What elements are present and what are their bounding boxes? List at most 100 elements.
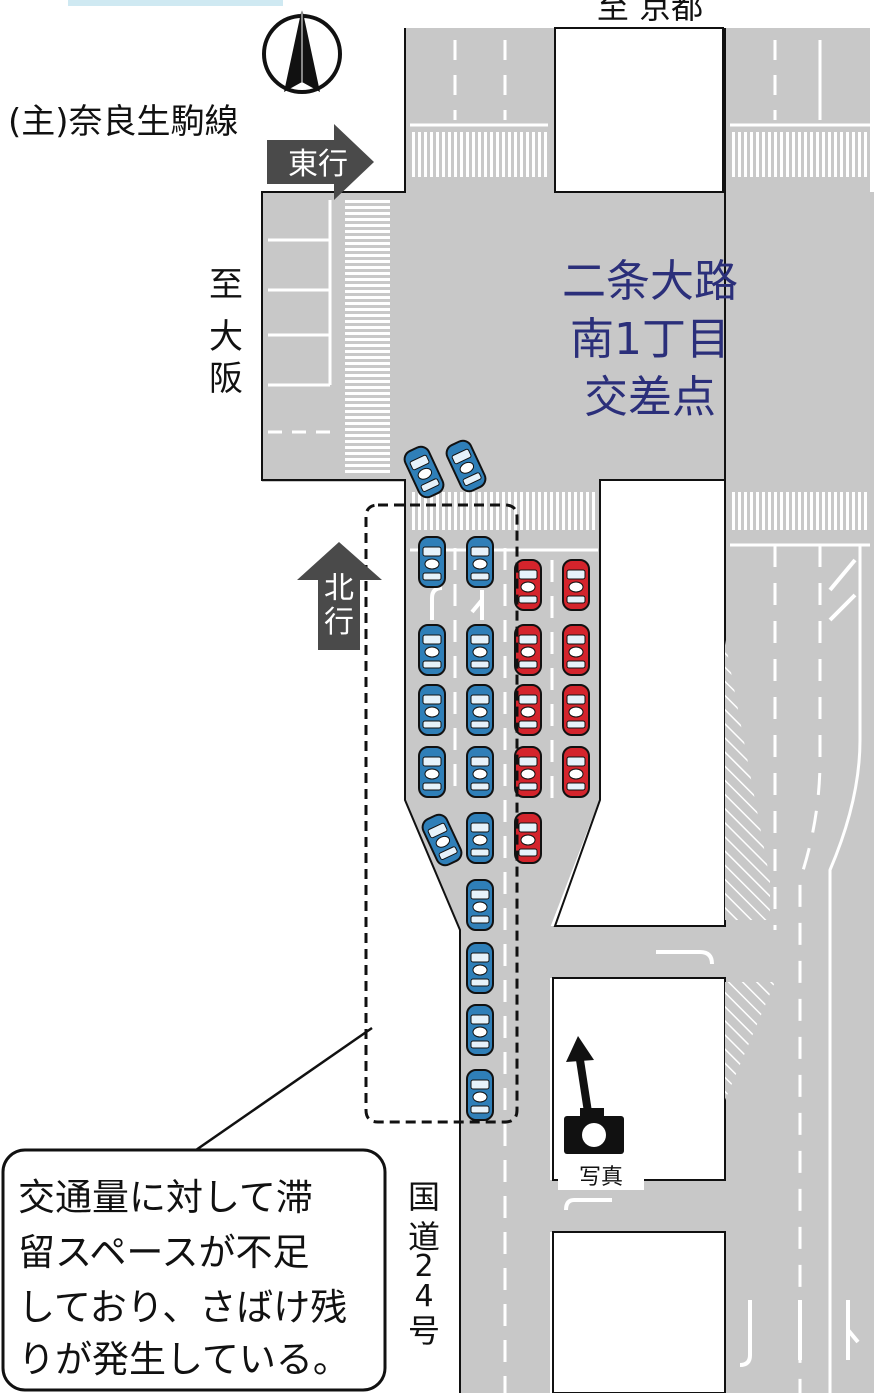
crosswalk-stripe [556,492,559,530]
crosswalk-east-stripes [732,492,867,530]
crosswalk-stripe [538,492,541,530]
crosswalk-stripe [786,492,789,530]
crosswalk-stripe [345,248,390,251]
crosswalk-stripe [580,492,583,530]
crosswalk-stripe [345,386,390,389]
northbound-label-2: 行 [324,605,354,640]
crosswalk-stripe [846,132,849,177]
camera-icon [564,1036,624,1154]
crosswalk-stripe [345,458,390,461]
crosswalk-stripe [345,350,390,353]
crosswalk-stripe [472,492,475,530]
crosswalk-stripe [412,132,415,177]
top-bar [68,0,283,6]
crosswalk-stripe [345,260,390,263]
car-blue [466,624,494,676]
to-osaka-label-2: 大 [209,317,243,357]
crosswalk-stripe [345,266,390,269]
crosswalk-stripe [496,492,499,530]
intersection-label-3: 交差点 [584,372,716,423]
crosswalk-stripe [345,242,390,245]
route-label-4: 4 [414,1279,433,1314]
lane-arrows [430,558,860,1367]
route-label-5: 号 [408,1312,440,1350]
callout-leader [195,1026,373,1152]
to-kyoto-label: 至 京都 [597,0,703,26]
crosswalk-stripe [828,132,831,177]
crosswalk-stripe [786,132,789,177]
crosswalk-stripe [526,492,529,530]
car-red [562,559,590,611]
crosswalk-stripe [780,492,783,530]
crosswalk-stripe [472,132,475,177]
car-blue [466,879,494,931]
crosswalk-stripe [345,278,390,281]
callout-line-2: 留スペースが不足 [18,1231,310,1274]
crosswalk-stripe [430,492,433,530]
intersection-label-2: 南1丁目 [570,314,730,365]
crosswalk-stripe [804,132,807,177]
crosswalk-stripe [345,320,390,323]
crosswalk-stripe [804,492,807,530]
crosswalk-stripe [732,132,735,177]
crosswalk-stripe [738,492,741,530]
hatched-zone-upper [725,640,770,920]
crosswalk-stripe [345,470,390,473]
route-label-3: 2 [414,1249,433,1284]
crosswalk-stripe [345,356,390,359]
crosswalk-stripe [345,302,390,305]
crosswalk-stripe [810,132,813,177]
crosswalk-stripe [430,132,433,177]
crosswalk-stripe [508,492,511,530]
crosswalk-stripe [544,132,547,177]
crosswalk-stripe [448,492,451,530]
crosswalk-stripe [840,132,843,177]
crosswalk-stripe [816,492,819,530]
crosswalk-stripe [562,492,565,530]
intersection-label-1: 二条大路 [562,256,738,307]
crosswalk-stripe [792,132,795,177]
crosswalk-stripe [345,374,390,377]
crosswalk-stripe [424,492,427,530]
car-red [514,684,542,736]
crosswalk-stripe [834,132,837,177]
crosswalk-stripe [532,132,535,177]
crosswalk-stripe [532,492,535,530]
callout-box [1,1148,387,1392]
crosswalk-stripe [508,132,511,177]
road-edges [261,28,726,1393]
crosswalk-stripe [345,218,390,221]
crosswalk-stripe [502,492,505,530]
crosswalk-stripe [798,492,801,530]
crosswalk-stripe [822,492,825,530]
queue-boundary [364,503,519,1124]
callout-line-1: 交通量に対して滞 [18,1176,313,1219]
crosswalk-stripe [792,492,795,530]
crosswalk-stripe [738,132,741,177]
car-blue [466,684,494,736]
car-blue [418,624,446,676]
crosswalk-stripe [460,132,463,177]
crosswalk-stripe [858,492,861,530]
crosswalk-stripe [864,132,867,177]
crosswalk-stripe [345,230,390,233]
eastbound-label: 東行 [288,147,348,182]
car-red [562,684,590,736]
crosswalk-stripe [418,132,421,177]
car-blue [418,746,446,798]
car-red [514,812,542,864]
crosswalk-stripe [592,492,595,530]
crosswalk-stripe [834,492,837,530]
crosswalk-stripe [345,446,390,449]
crosswalk-north-stripes [412,132,867,177]
lane-markings [268,40,870,1393]
crosswalk-stripe [345,398,390,401]
crosswalk-stripe [345,284,390,287]
car-red [562,624,590,676]
crosswalk-stripe [345,206,390,209]
crosswalk-stripe [768,132,771,177]
crosswalk-stripe [345,362,390,365]
route-label-1: 国 [408,1178,440,1216]
crosswalk-stripe [822,132,825,177]
